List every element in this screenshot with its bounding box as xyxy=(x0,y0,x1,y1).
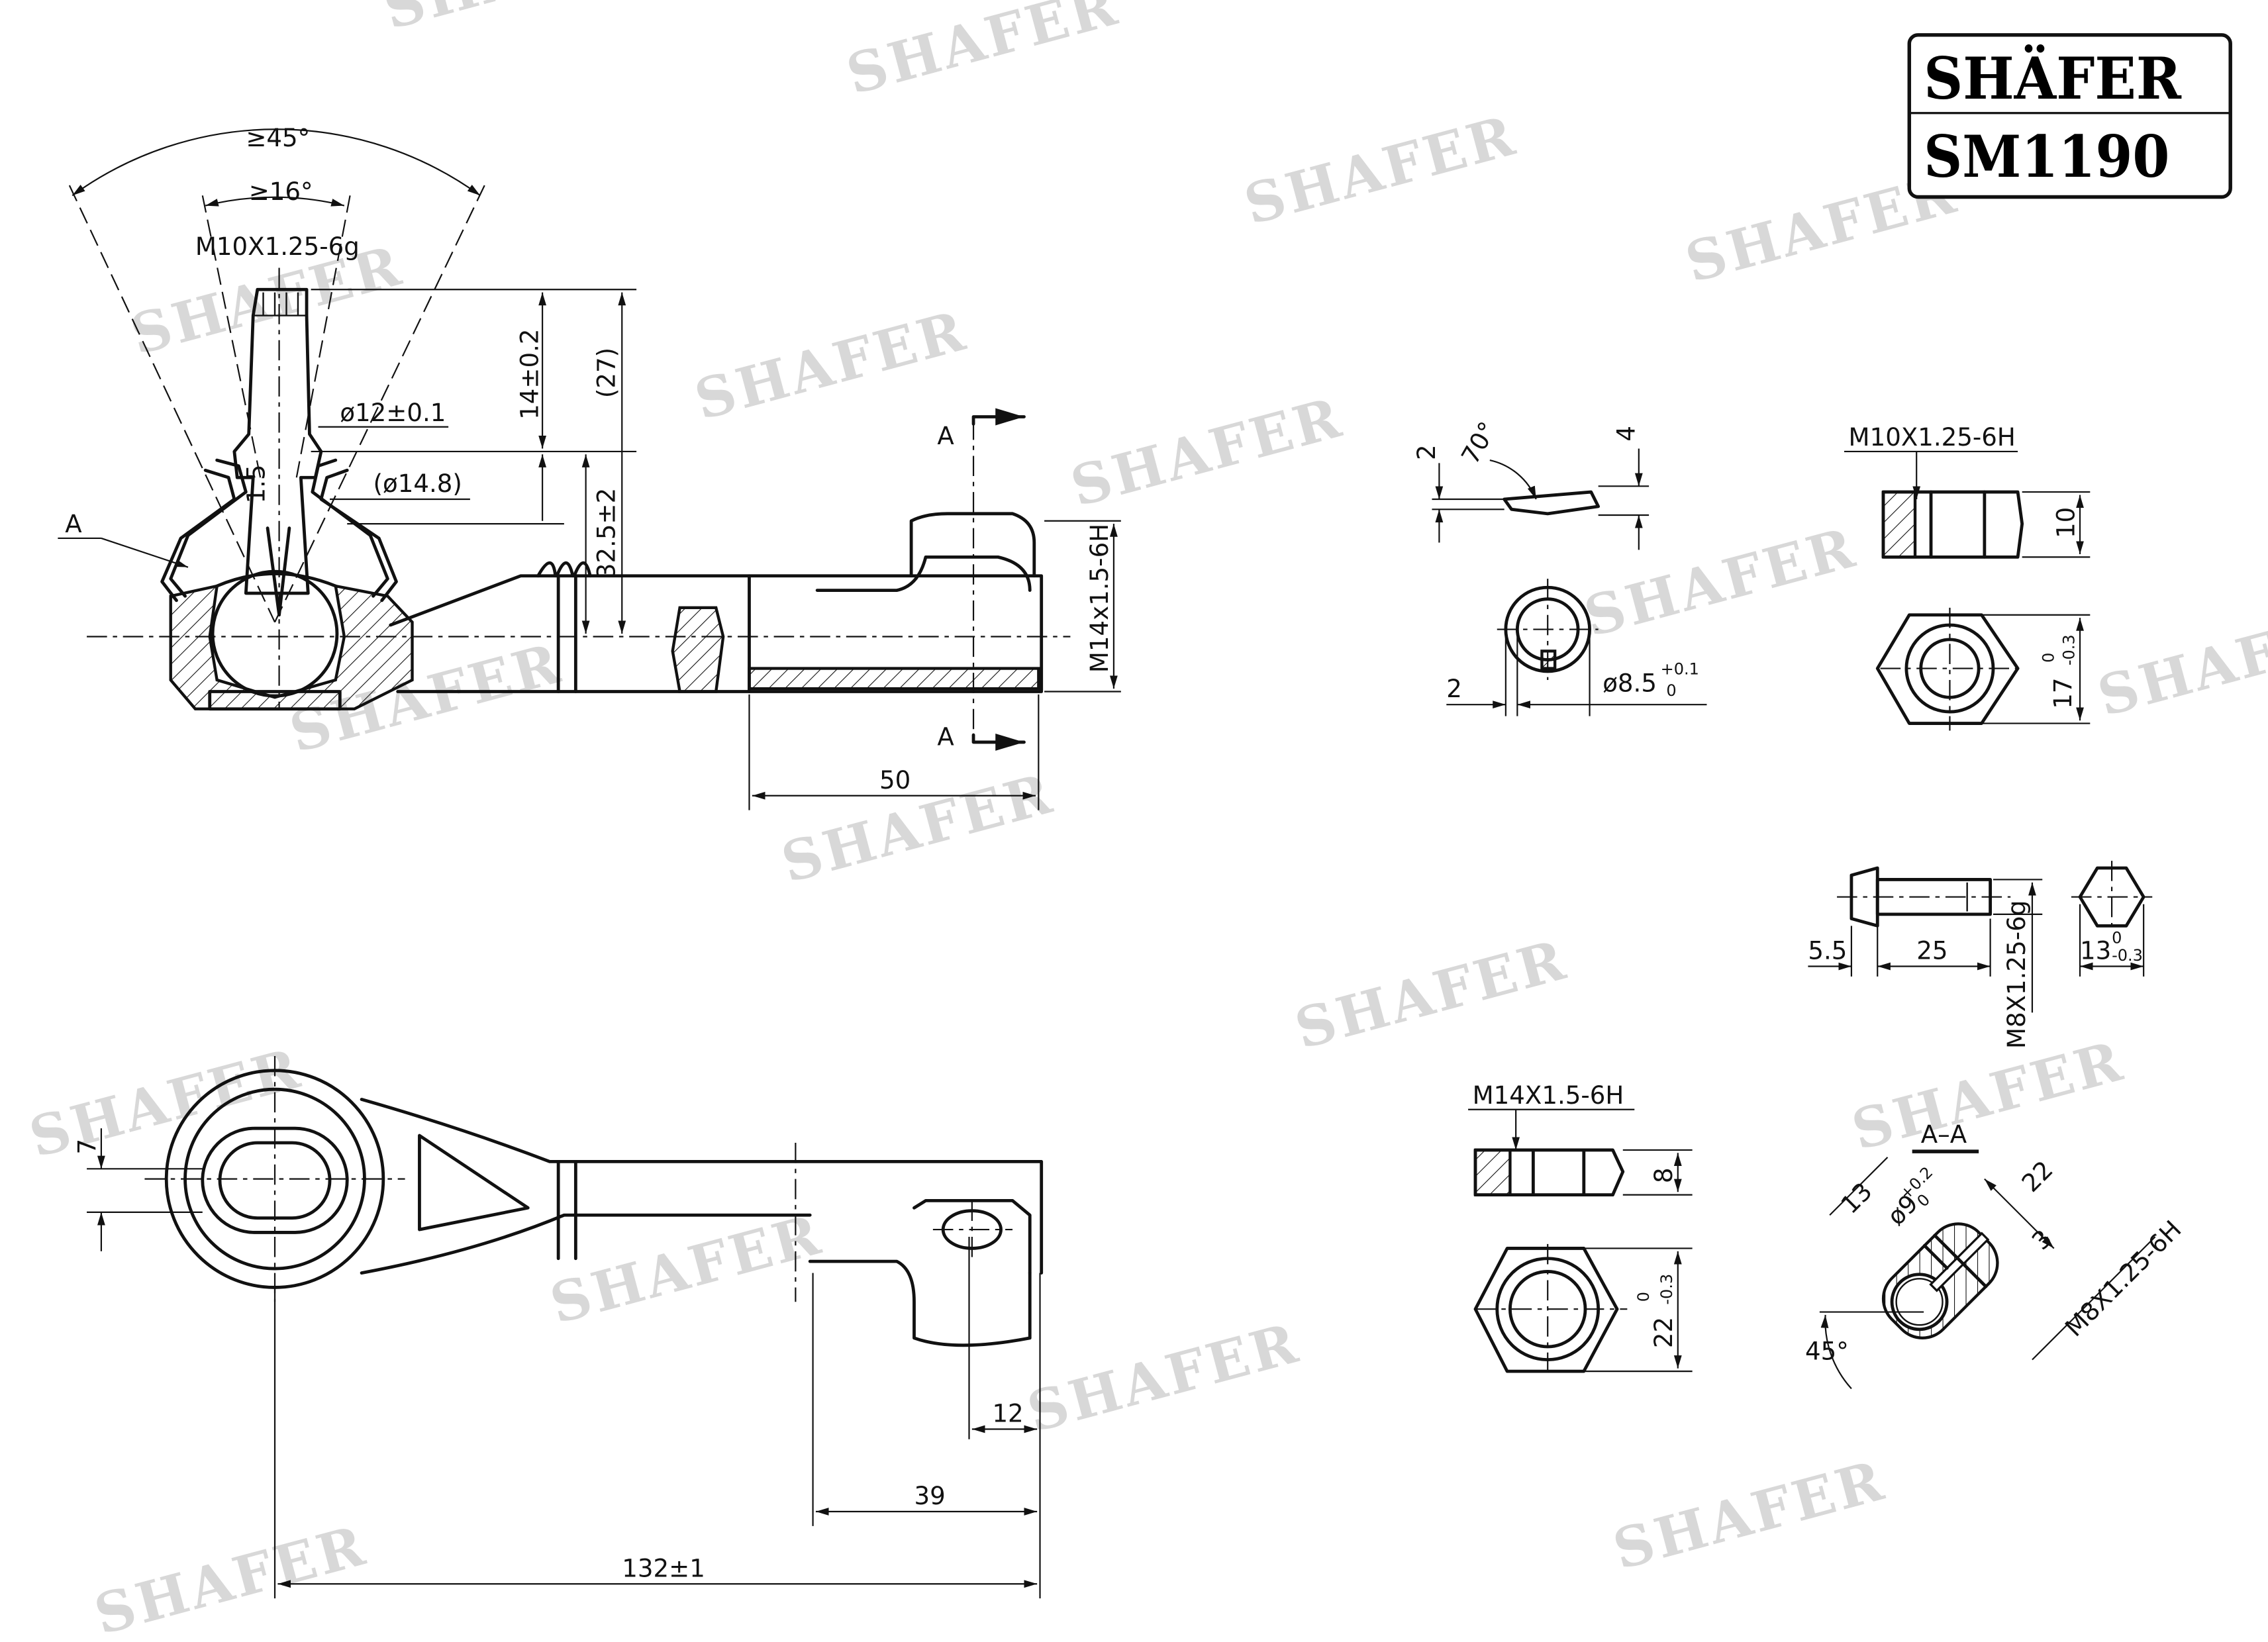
dimension-label: 13 xyxy=(1836,1177,1878,1220)
dimension-label: 22 xyxy=(1650,1317,1678,1348)
logo-part-number: SM1190 xyxy=(1924,122,2169,191)
dimension-label: 0 xyxy=(2112,929,2122,947)
dimension-label: 0 xyxy=(1666,681,1676,700)
dimension-label: A–A xyxy=(1921,1120,1967,1149)
watermark-text: SHAFER xyxy=(88,1513,373,1642)
dimension-label: 10 xyxy=(2051,507,2080,538)
dimension-label: 132±1 xyxy=(622,1554,705,1582)
watermark-text: SHAFER xyxy=(1238,103,1523,237)
dimension-label: M14X1.5-6H xyxy=(1473,1081,1624,1110)
dimension-label: 45° xyxy=(1805,1337,1849,1366)
dimension-label: ≥45° xyxy=(246,124,310,152)
dimension-label: 4 xyxy=(1612,426,1640,442)
dimension-label: ø8.5 xyxy=(1602,669,1657,698)
dimension-label: 2 xyxy=(1446,675,1462,703)
logo-brand: SHÄFER xyxy=(1924,44,2182,113)
watermark-text: SHAFER xyxy=(1846,1028,2131,1163)
dimension-label: -0.3 xyxy=(1657,1274,1676,1305)
bolt-detail: 5.5 25 M8X1.25-6g 13 0 -0.3 xyxy=(1808,861,2153,1049)
watermark-text: SHAFER xyxy=(1606,1447,1892,1582)
watermark-text: SHAFER xyxy=(775,761,1060,895)
dimension-label: 5.5 xyxy=(1808,937,1847,965)
top-view: 7 12 39 132±1 xyxy=(73,1055,1044,1599)
dimension-label: 0 xyxy=(2040,653,2058,663)
dimension-label: -0.3 xyxy=(2059,634,2078,665)
watermark-text: SHAFER xyxy=(688,298,973,432)
brand-logo: SHÄFER SM1190 xyxy=(1907,33,2232,199)
watermark-text: SHAFER xyxy=(2091,595,2268,729)
side-view: ≥45° ≥16° M10X1.25-6g A xyxy=(58,124,1121,810)
dimension-label: 2 xyxy=(1412,444,1441,460)
dimension-label: M10X1.25-6g xyxy=(195,232,360,261)
dimension-label: (27) xyxy=(592,348,620,398)
dimension-label: 7 xyxy=(73,1139,101,1155)
dimension-label: 0 xyxy=(1634,1292,1653,1302)
watermark-text: SHAFER xyxy=(840,0,1126,107)
dimension-label: 8 xyxy=(1650,1168,1678,1184)
dimension-label: A xyxy=(937,422,954,450)
dimension-label: 1.5 xyxy=(242,464,271,503)
dimension-label: M10X1.25-6H xyxy=(1849,423,2016,452)
dimension-label: M8X1.25-6H xyxy=(2059,1215,2187,1342)
dimension-label: 14±0.2 xyxy=(516,328,544,419)
dimension-label: M8X1.25-6g xyxy=(2002,900,2031,1049)
dimension-label: A xyxy=(65,510,82,538)
dimension-label: (ø14.8) xyxy=(373,469,462,498)
dimension-label: 22 xyxy=(2016,1155,2059,1198)
dimension-label: M14x1.5-6H xyxy=(1085,524,1114,673)
watermark-text: SHAFER xyxy=(1289,927,1574,1061)
dimension-label: 32.5±2 xyxy=(592,488,620,579)
dimension-label: 25 xyxy=(1916,937,1948,965)
dimension-label: 39 xyxy=(914,1482,945,1510)
watermark-text: SHAFER xyxy=(377,0,663,42)
dimension-label: +0.1 xyxy=(1661,659,1699,678)
dimension-label: ø12±0.1 xyxy=(340,399,446,427)
dimension-label: 50 xyxy=(879,766,911,795)
dimension-label: A xyxy=(937,722,954,751)
dimension-label: -0.3 xyxy=(2112,946,2143,965)
watermark-text: SHAFER xyxy=(1021,1310,1307,1445)
dimension-label: 17 xyxy=(2049,677,2077,708)
watermark-text: SHAFER xyxy=(23,1036,308,1170)
nut-m14-detail: M14X1.5-6H 8 22 0 -0.3 xyxy=(1468,1081,1693,1377)
dimension-label: 3 xyxy=(2026,1224,2057,1255)
watermarks: SHAFER SHAFER SHAFER SHAFER SHAFER SHAFE… xyxy=(23,0,2268,1642)
dimension-label: 13 xyxy=(2080,937,2111,965)
dimension-label: ≥16° xyxy=(249,177,313,206)
nut-m10-detail: M10X1.25-6H 10 17 0 -0.3 xyxy=(1844,423,2091,731)
dimension-label: 12 xyxy=(992,1400,1023,1428)
watermark-text: SHAFER xyxy=(544,1202,829,1336)
watermark-text: SHAFER xyxy=(1578,514,1863,649)
watermark-text: SHAFER xyxy=(1064,385,1350,519)
